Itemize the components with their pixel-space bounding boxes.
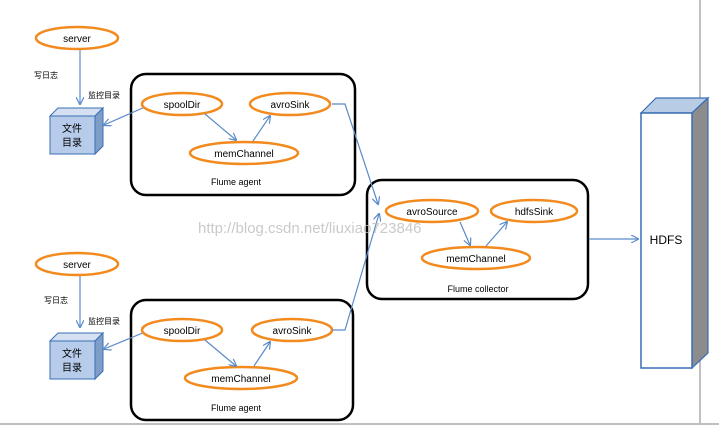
bottom-file-dir-label-2: 目录 xyxy=(62,362,82,374)
collector-memchannel-node xyxy=(420,245,532,271)
bottom-monitor-arrow xyxy=(104,331,146,349)
collector-source-to-mem-arrow xyxy=(459,221,470,245)
bottom-write-log-label: 写日志 xyxy=(44,295,68,305)
bottom-server-label: server xyxy=(63,260,91,271)
top-spool-to-mem-arrow xyxy=(204,113,236,140)
top-mem-to-sink-arrow xyxy=(252,116,270,142)
top-spooldir-node xyxy=(140,91,224,117)
watermark-text: http://blog.csdn.net/liuxiao723846 xyxy=(198,220,422,237)
flume-collector-box xyxy=(365,178,590,301)
bottom-spooldir-label: spoolDir xyxy=(164,326,201,337)
bottom-server-node xyxy=(34,251,120,277)
collector-mem-to-sink-arrow xyxy=(485,222,507,247)
top-monitor-dir-label: 监控目录 xyxy=(88,90,120,100)
top-flume-agent-label: Flume agent xyxy=(211,177,262,187)
top-server-label: server xyxy=(63,34,91,45)
top-agent-to-collector-arrow xyxy=(332,103,378,204)
top-memchannel-label: memChannel xyxy=(214,149,273,160)
bottom-section: server 写日志 监控目录 文件 目录 Flume agent spoolD… xyxy=(34,251,355,422)
top-file-dir-cube xyxy=(48,106,105,156)
top-section: server 写日志 监控目录 文件 目录 Flume agent spoolD… xyxy=(34,25,357,197)
bottom-flume-agent-box xyxy=(129,298,355,422)
bottom-mem-to-sink-arrow xyxy=(253,342,270,367)
top-file-dir-label-1: 文件 xyxy=(62,122,82,135)
collector-memchannel-label: memChannel xyxy=(446,254,505,265)
bottom-avrosink-label: avroSink xyxy=(273,326,313,337)
hdfs-cylinder xyxy=(639,96,710,370)
flume-collector-label: Flume collector xyxy=(447,284,508,294)
bottom-monitor-dir-label: 监控目录 xyxy=(88,316,120,326)
top-file-dir-label-2: 目录 xyxy=(62,137,82,149)
top-spooldir-label: spoolDir xyxy=(164,100,201,111)
bottom-flume-agent-label: Flume agent xyxy=(211,403,262,413)
collector-hdfssink-node xyxy=(489,198,579,224)
top-write-log-label: 写日志 xyxy=(34,70,58,80)
collector-avrosource-node xyxy=(384,198,480,224)
top-server-node xyxy=(34,25,120,51)
bottom-memchannel-node xyxy=(183,365,299,391)
collector-hdfssink-label: hdfsSink xyxy=(515,207,554,218)
bottom-agent-to-collector-arrow xyxy=(332,214,379,331)
bottom-spool-to-mem-arrow xyxy=(204,339,236,366)
top-monitor-arrow xyxy=(104,106,146,125)
collector-avrosource-label: avroSource xyxy=(406,207,458,218)
bottom-spooldir-node xyxy=(140,317,224,343)
bottom-memchannel-label: memChannel xyxy=(211,374,270,385)
collector-section: Flume collector avroSource hdfsSink memC… xyxy=(365,178,590,301)
top-avrosink-node xyxy=(248,91,332,117)
top-memchannel-node xyxy=(188,140,300,166)
hdfs-label: HDFS xyxy=(650,233,683,247)
bottom-file-dir-label-1: 文件 xyxy=(62,347,82,360)
bottom-file-dir-cube xyxy=(48,331,105,381)
top-avrosink-label: avroSink xyxy=(271,100,311,111)
